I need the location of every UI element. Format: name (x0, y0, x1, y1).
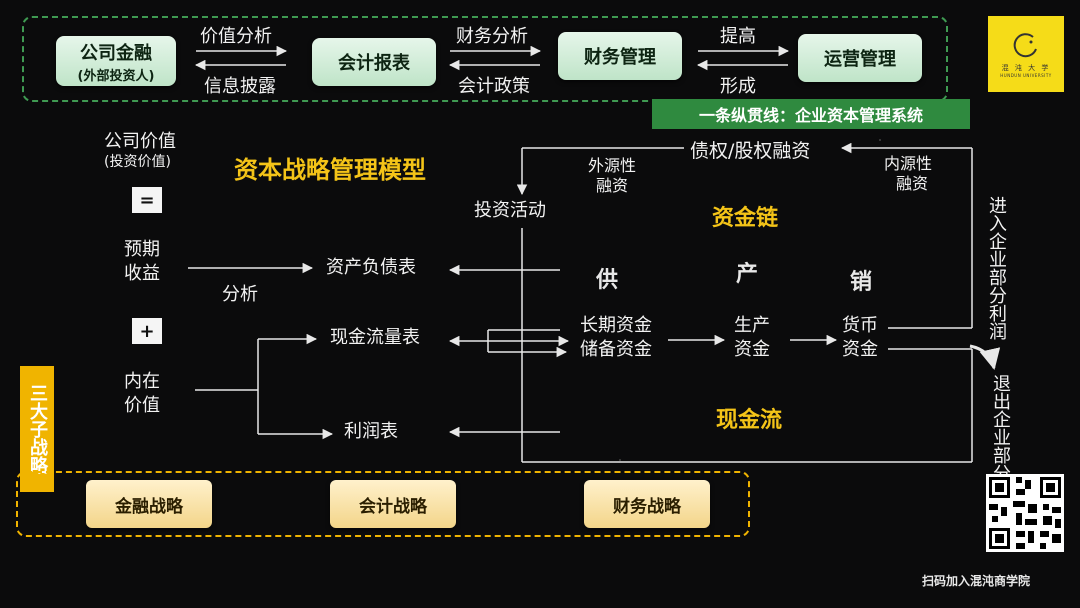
cash-flow-statement: 现金流量表 (330, 327, 420, 348)
logo-text: 混 沌 大 学 (1001, 63, 1051, 72)
strategies-frame (16, 471, 750, 537)
analysis-label: 分析 (222, 284, 258, 305)
monetary-capital-line1: 货币 (842, 315, 878, 336)
partial-profit-text: 部分利润 (986, 268, 1007, 340)
enter-enterprise-profit-label: 进入企业部分利润 (986, 196, 1007, 340)
long-term-capital-line1: 长期资金 (580, 315, 652, 336)
improve-label: 提高 (720, 26, 756, 47)
internal-financing-line2: 融资 (896, 174, 929, 193)
financial-management-label: 财务管理 (584, 47, 656, 68)
accounting-reports-label: 会计报表 (338, 53, 410, 74)
company-value: 公司价值 (104, 131, 176, 152)
accounting-strategy-box: 会计战略 (330, 480, 456, 528)
external-financing-line2: 融资 (596, 176, 629, 195)
qr-code-icon (986, 474, 1064, 552)
financial-management-box: 财务管理 (558, 32, 682, 80)
company-value-sub: (投资价值) (104, 154, 171, 170)
long-term-capital-line2: 储备资金 (580, 339, 652, 360)
supply-stage: 供 (596, 268, 619, 293)
investment-activity: 投资活动 (474, 200, 546, 221)
top-flow-frame (22, 16, 948, 102)
corporate-finance-sublabel: (外部投资人) (77, 68, 155, 84)
balance-sheet: 资产负债表 (326, 257, 416, 278)
expected-income-line2: 收益 (124, 263, 160, 284)
operations-management-box: 运营管理 (798, 34, 922, 82)
financial-strategy-box: 财务战略 (584, 480, 710, 528)
external-financing-line1: 外源性 (588, 156, 637, 175)
income-statement: 利润表 (344, 421, 398, 442)
system-banner: 一条纵贯线：企业资本管理系统 (652, 99, 970, 129)
enter-enterprise-text: 进入企业 (986, 196, 1007, 268)
sales-stage: 销 (850, 270, 873, 295)
debt-equity-financing: 债权/股权融资 (690, 140, 811, 162)
exit-enterprise-text: 退出企业 (990, 374, 1011, 446)
accounting-reports-box: 会计报表 (312, 38, 436, 86)
corporate-finance-label: 公司金融 (80, 42, 152, 64)
form-label: 形成 (720, 76, 756, 97)
plus-sign: + (132, 318, 162, 344)
production-capital-line1: 生产 (734, 315, 770, 336)
hundun-logo: 混 沌 大 学 HUNDUN UNIVERSITY (988, 16, 1064, 92)
operations-management-label: 运营管理 (824, 49, 896, 70)
intrinsic-value-line2: 价值 (124, 395, 160, 416)
monetary-capital-line2: 资金 (842, 339, 878, 360)
cash-flow-title: 现金流 (716, 408, 783, 433)
qr-code[interactable] (986, 474, 1064, 552)
info-disclosure-label: 信息披露 (204, 76, 276, 97)
finance-strategy-box: 金融战略 (86, 480, 212, 528)
production-stage: 产 (736, 262, 759, 287)
footer-scan-text: 扫码加入混沌商学院 (922, 574, 1031, 588)
equals-sign: = (132, 187, 162, 213)
intrinsic-value-line1: 内在 (124, 371, 160, 392)
financial-analysis-label: 财务分析 (456, 26, 528, 47)
accounting-policy-label: 会计政策 (458, 76, 530, 97)
capital-chain-title: 资金链 (712, 206, 779, 231)
production-capital-line2: 资金 (734, 339, 770, 360)
value-analysis-label: 价值分析 (200, 26, 272, 47)
logo-subtext: HUNDUN UNIVERSITY (1000, 72, 1052, 78)
internal-financing-line1: 内源性 (884, 154, 933, 173)
logo-circle-icon (1013, 32, 1037, 57)
model-title: 资本战略管理模型 (234, 156, 426, 184)
expected-income-line1: 预期 (124, 239, 160, 260)
corporate-finance-box: 公司金融 (外部投资人) (56, 36, 176, 86)
